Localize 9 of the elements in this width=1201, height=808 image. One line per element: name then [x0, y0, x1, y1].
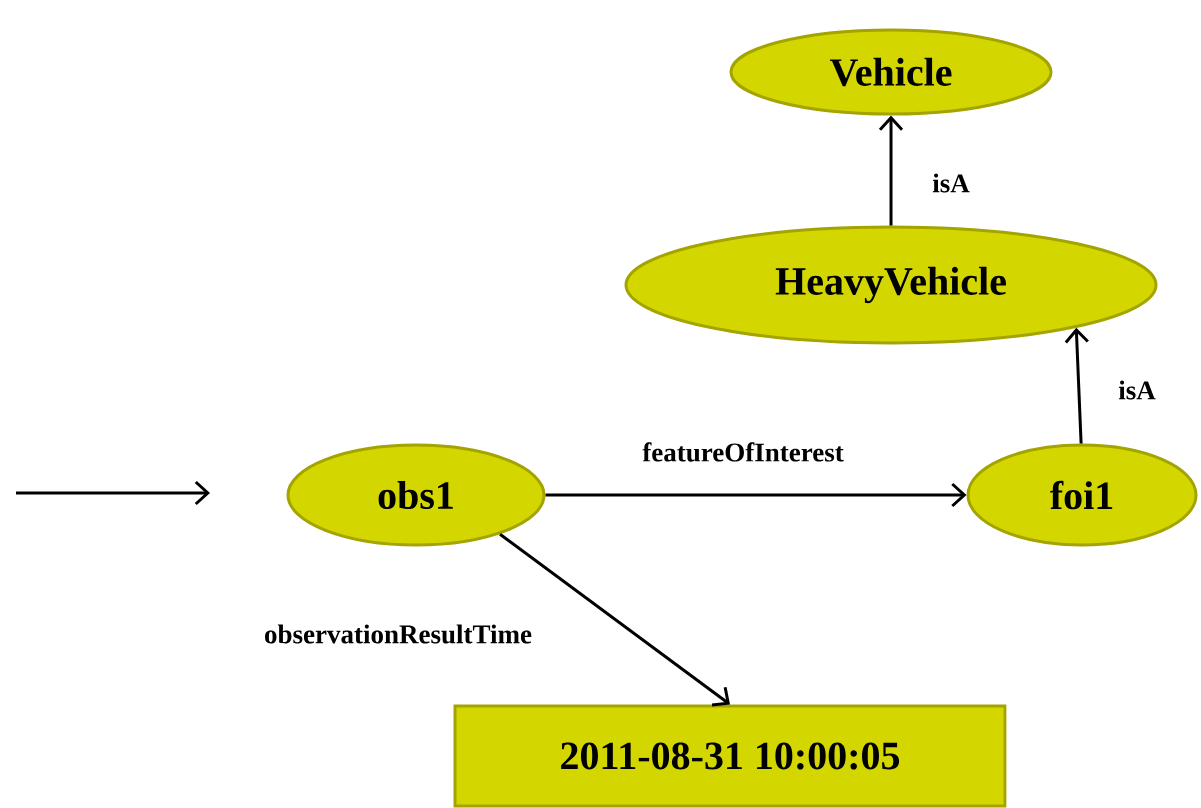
- arrow: [499, 533, 730, 707]
- edge-label: isA: [1117, 379, 1157, 401]
- edge-label: featureOfInterest: [641, 441, 845, 463]
- arrow: [545, 482, 967, 508]
- edge-label: isA: [931, 172, 971, 194]
- arrow: [878, 115, 904, 226]
- value-box: 2011-08-31 10:00:05: [453, 704, 1007, 808]
- arrow: [1064, 327, 1089, 444]
- edge-label: observationResultTime: [263, 623, 533, 645]
